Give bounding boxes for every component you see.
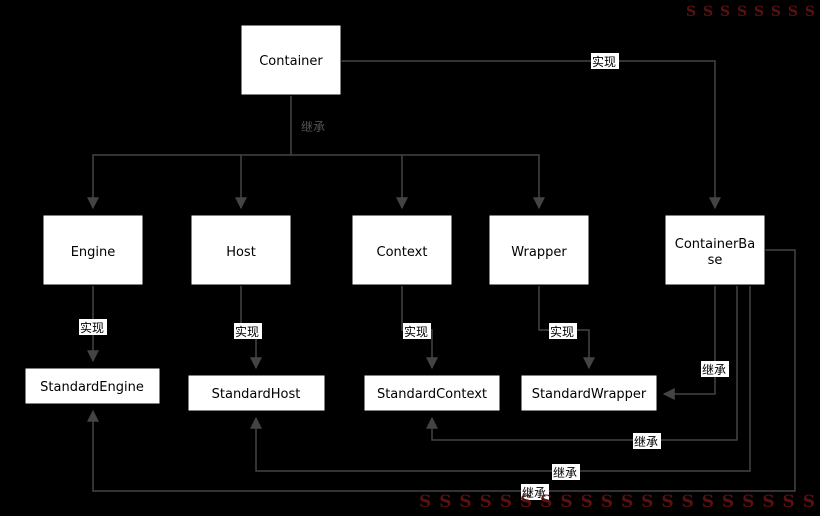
edge-wrapper-to-standardwrapper: 实现: [538, 286, 595, 370]
svg-text:StandardContext: StandardContext: [377, 387, 487, 402]
implement-label: 实现: [592, 54, 616, 69]
edge-container-to-children: 继承: [87, 96, 545, 210]
edge-engine-to-standardengine: 实现: [79, 286, 107, 363]
edge-containerbase-to-standardwrapper: 继承: [662, 286, 729, 400]
svg-text:ContainerBa: ContainerBa: [675, 237, 755, 252]
implement-label: 实现: [404, 324, 428, 339]
implement-label: 实现: [235, 324, 259, 339]
svg-text:Container: Container: [259, 54, 323, 69]
inherit-label: 继承: [702, 363, 726, 377]
inherit-label: 继承: [522, 486, 546, 500]
edge-containerbase-to-standardengine: 继承: [87, 249, 796, 500]
svg-text:StandardHost: StandardHost: [212, 387, 301, 402]
svg-text:StandardWrapper: StandardWrapper: [532, 387, 647, 402]
node-host: Host: [190, 214, 292, 286]
watermark-bottom: S S S S S S S S S S S S S S S S S S S S: [419, 492, 816, 512]
edge-host-to-standardhost: 实现: [234, 286, 262, 370]
node-standardhost: StandardHost: [187, 374, 326, 412]
svg-text:Engine: Engine: [71, 245, 116, 260]
svg-text:StandardEngine: StandardEngine: [40, 380, 144, 395]
svg-text:se: se: [708, 253, 723, 268]
node-container: Container: [240, 24, 342, 96]
node-standardengine: StandardEngine: [24, 367, 161, 405]
node-engine: Engine: [42, 214, 144, 286]
edge-context-to-standardcontext: 实现: [401, 286, 438, 370]
node-context: Context: [351, 214, 453, 286]
svg-text:Wrapper: Wrapper: [511, 245, 567, 260]
svg-text:Host: Host: [226, 245, 256, 260]
node-wrapper: Wrapper: [488, 214, 590, 286]
node-standardcontext: StandardContext: [363, 374, 501, 412]
inherit-label: 继承: [301, 120, 325, 134]
watermark-top: S S S S S S S S: [685, 4, 816, 20]
edge-containerbase-to-standardcontext: 继承: [426, 286, 738, 449]
implement-label: 实现: [80, 320, 104, 335]
inherit-label: 继承: [634, 435, 658, 449]
inherit-label: 继承: [553, 466, 577, 480]
node-standardwrapper: StandardWrapper: [520, 374, 658, 412]
implement-label: 实现: [550, 324, 574, 339]
svg-text:Context: Context: [377, 245, 428, 260]
edge-containerbase-to-standardhost: 继承: [250, 286, 751, 480]
node-containerbase: ContainerBa se: [664, 214, 766, 286]
edge-container-to-containerbase: 实现: [341, 53, 721, 210]
